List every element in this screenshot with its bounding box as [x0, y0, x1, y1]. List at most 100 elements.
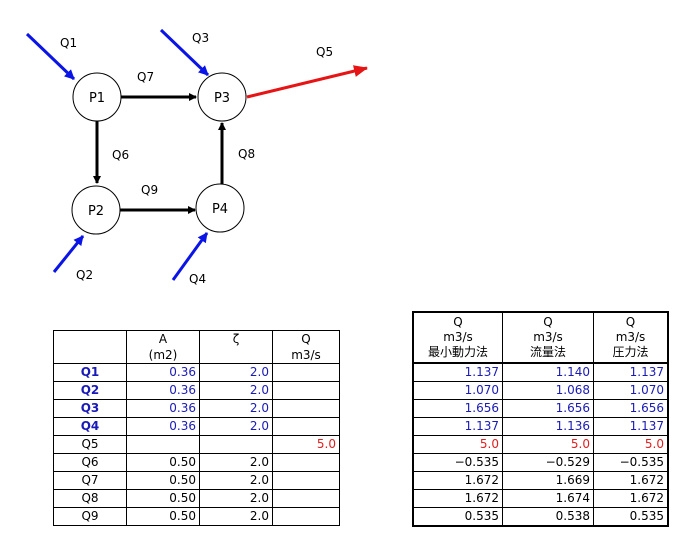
- cell-result: 1.656: [412, 399, 503, 418]
- cell-zeta: 2.0: [199, 507, 273, 526]
- cell-flow: [272, 507, 340, 526]
- node-p2: [71, 185, 121, 235]
- cell-result: 1.669: [502, 471, 594, 490]
- cell-result: 1.672: [593, 471, 669, 490]
- inflow-q4: [171, 232, 209, 281]
- cell-zeta: [199, 435, 273, 454]
- cell-result: 1.068: [502, 381, 594, 400]
- cell-pipe-name: Q2: [53, 381, 127, 400]
- cell-pipe-name: Q7: [53, 471, 127, 490]
- cell-pipe-name: Q3: [53, 399, 127, 418]
- flow-label-q8: Q8: [238, 147, 255, 161]
- flow-label-q3: Q3: [192, 31, 209, 45]
- cell-area: 0.50: [126, 471, 200, 490]
- cell-pipe-name: Q1: [53, 363, 127, 382]
- cell-result: 1.656: [593, 399, 669, 418]
- inflow-q2: [52, 235, 85, 273]
- cell-area: 0.36: [126, 363, 200, 382]
- cell-result: 5.0: [593, 435, 669, 454]
- cell-pipe-name: Q8: [53, 489, 127, 508]
- cell-result: 1.136: [502, 417, 594, 436]
- table-row: −0.535−0.529−0.535: [412, 453, 669, 472]
- cell-flow: [272, 489, 340, 508]
- cell-result: 1.137: [593, 417, 669, 436]
- pipe-network-diagram: P1 P2 P3 P4 Q1 Q2 Q3 Q4 Q5 Q6 Q7 Q8 Q9: [25, 28, 368, 286]
- node-p4: [195, 183, 245, 233]
- header-area: A(m2): [126, 330, 200, 364]
- cell-result: 0.535: [412, 507, 503, 527]
- cell-result: 5.0: [502, 435, 594, 454]
- cell-flow: [272, 453, 340, 472]
- flow-label-q7: Q7: [137, 70, 154, 84]
- cell-result: −0.529: [502, 453, 594, 472]
- cell-flow: [272, 399, 340, 418]
- flow-label-q5: Q5: [316, 45, 333, 59]
- cell-area: 0.36: [126, 381, 200, 400]
- node-p1: [72, 72, 122, 122]
- cell-result: 0.535: [593, 507, 669, 527]
- flow-label-q2: Q2: [76, 268, 93, 282]
- cell-result: 1.137: [412, 417, 503, 436]
- node-label-p2: P2: [88, 204, 104, 219]
- cell-area: 0.36: [126, 399, 200, 418]
- cell-flow: [272, 417, 340, 436]
- cell-area: 0.36: [126, 417, 200, 436]
- cell-pipe-name: Q6: [53, 453, 127, 472]
- cell-result: −0.535: [593, 453, 669, 472]
- cell-result: 1.656: [502, 399, 594, 418]
- cell-pipe-name: Q9: [53, 507, 127, 526]
- cell-pipe-name: Q4: [53, 417, 127, 436]
- cell-result: −0.535: [412, 453, 503, 472]
- flow-label-q1: Q1: [60, 36, 77, 50]
- node-label-p4: P4: [212, 202, 228, 217]
- inflow-q1: [25, 32, 76, 81]
- cell-zeta: 2.0: [199, 417, 273, 436]
- flow-label-q4: Q4: [189, 272, 206, 286]
- cell-zeta: 2.0: [199, 453, 273, 472]
- cell-result: 1.137: [593, 363, 669, 382]
- cell-result: 1.140: [502, 363, 594, 382]
- cell-zeta: 2.0: [199, 363, 273, 382]
- cell-result: 1.070: [593, 381, 669, 400]
- node-p3: [197, 72, 247, 122]
- cell-flow: [272, 381, 340, 400]
- cell-flow: [272, 363, 340, 382]
- cell-area: 0.50: [126, 489, 200, 508]
- cell-area: 0.50: [126, 507, 200, 526]
- cell-zeta: 2.0: [199, 489, 273, 508]
- inflow-q3: [159, 28, 210, 77]
- cell-flow: [272, 471, 340, 490]
- node-label-p3: P3: [214, 91, 230, 106]
- header-blank: [53, 330, 127, 364]
- cell-result: 1.672: [412, 471, 503, 490]
- cell-area: [126, 435, 200, 454]
- node-label-p1: P1: [89, 91, 105, 106]
- flow-label-q6: Q6: [112, 148, 129, 162]
- cell-flow: 5.0: [272, 435, 340, 454]
- cell-zeta: 2.0: [199, 471, 273, 490]
- cell-result: 5.0: [412, 435, 503, 454]
- cell-result: 0.538: [502, 507, 594, 527]
- cell-area: 0.50: [126, 453, 200, 472]
